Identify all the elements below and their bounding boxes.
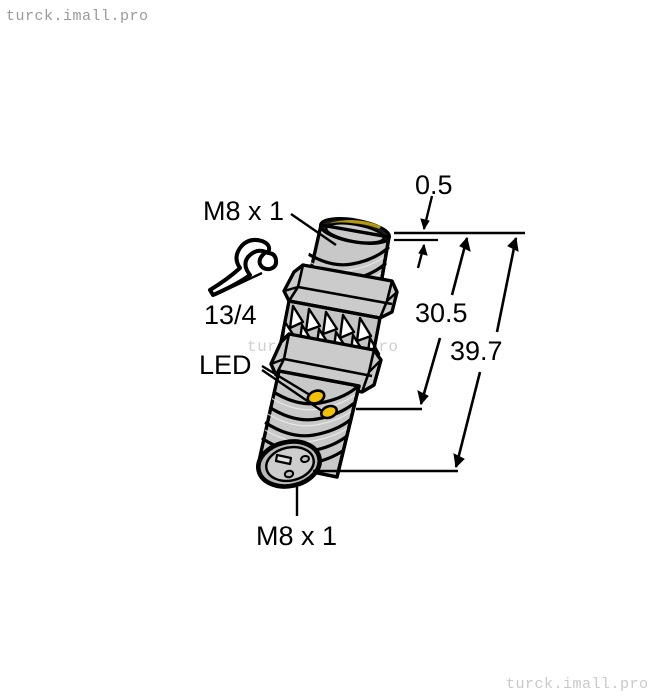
label-connector-thread: M8 x 1 <box>256 521 338 551</box>
wrench-icon <box>208 237 279 297</box>
led-indicator-2 <box>319 404 339 420</box>
sensor-body <box>256 217 399 489</box>
dim-30-5 <box>356 236 471 411</box>
label-led: LED <box>199 350 252 380</box>
dim-39-7 <box>313 236 519 473</box>
connector-end-face <box>256 439 322 489</box>
watermark-top-left: turck.imall.pro <box>6 8 149 25</box>
leader-led-2 <box>261 369 323 412</box>
label-dim-body-length: 30.5 <box>415 298 468 328</box>
dim-0-5 <box>416 195 434 269</box>
label-dim-chamfer: 0.5 <box>415 170 453 200</box>
watermark-bottom-right: turck.imall.pro <box>506 676 649 693</box>
leader-thread-top <box>290 213 337 246</box>
label-wrench-sizes: 13/4 <box>204 300 257 330</box>
label-thread-top: M8 x 1 <box>203 196 285 226</box>
label-dim-total-length: 39.7 <box>450 336 503 366</box>
dimension-lines <box>313 195 525 473</box>
leader-led-1 <box>261 364 311 397</box>
